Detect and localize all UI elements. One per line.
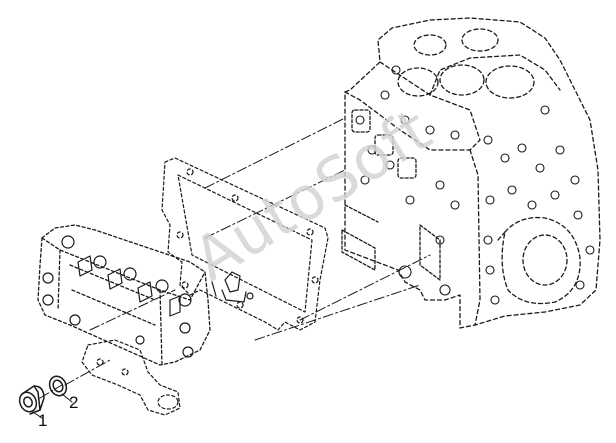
- alignment-lines: [39, 117, 431, 399]
- callout-label-1: 1: [38, 411, 48, 430]
- plug-part-1: [18, 385, 45, 415]
- gasket-plate: [161, 157, 329, 331]
- oil-cooler-housing: [37, 224, 211, 366]
- callout-label-2: 2: [69, 393, 79, 412]
- callout-leaders: [32, 393, 73, 419]
- block-ports: [341, 109, 441, 281]
- cooler-flange: [81, 339, 181, 416]
- engine-block: [344, 17, 601, 329]
- sealing-ring-part-2: [48, 375, 68, 397]
- cooler-bolts: [42, 235, 194, 358]
- gasket-fittings: [211, 271, 254, 303]
- block-bolt-holes: [355, 65, 595, 305]
